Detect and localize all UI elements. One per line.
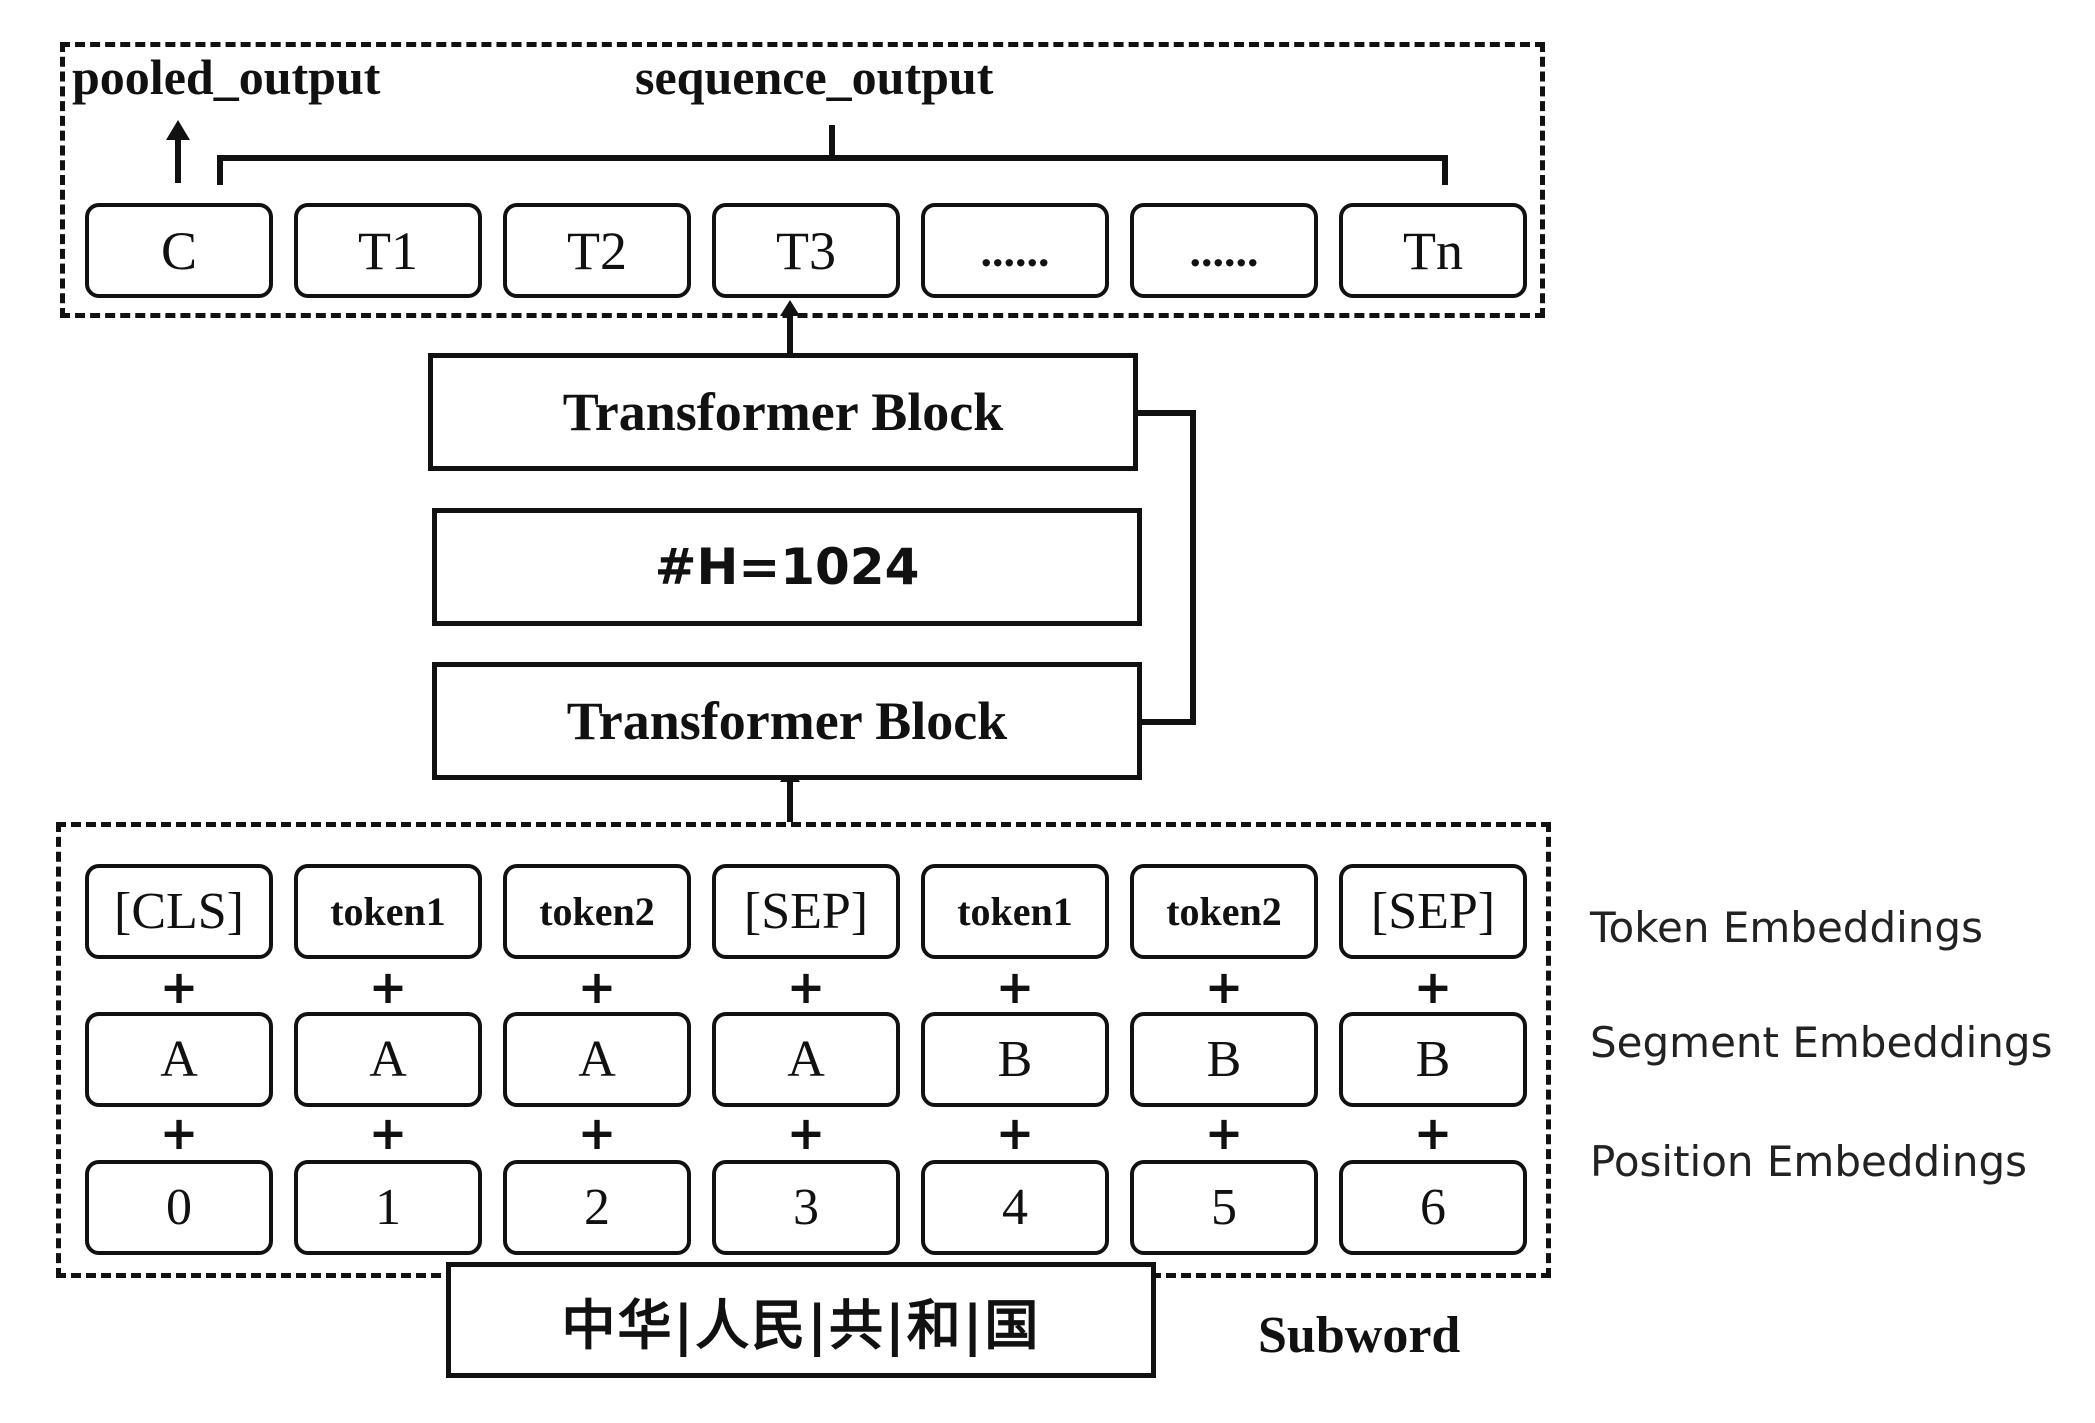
output-cell-t2: T2 — [503, 203, 691, 298]
token-cell: token1 — [294, 864, 482, 959]
segment-cell: B — [1339, 1012, 1527, 1107]
plus-sign: + — [995, 1106, 1035, 1160]
position-cell: 2 — [503, 1160, 691, 1255]
token-cell: token2 — [503, 864, 691, 959]
plus-sign: + — [577, 1106, 617, 1160]
segment-embeddings-label: Segment Embeddings — [1590, 1018, 2053, 1067]
position-cell: 1 — [294, 1160, 482, 1255]
plus-sign: + — [1413, 960, 1453, 1014]
output-cell-c: C — [85, 203, 273, 298]
plus-sign: + — [786, 960, 826, 1014]
output-cell-ellipsis-1: ...... — [921, 203, 1109, 298]
position-cell: 4 — [921, 1160, 1109, 1255]
plus-sign: + — [159, 960, 199, 1014]
position-cell: 5 — [1130, 1160, 1318, 1255]
token-embeddings-label: Token Embeddings — [1590, 903, 1983, 952]
position-cell: 6 — [1339, 1160, 1527, 1255]
pooled-output-label: pooled_output — [72, 49, 381, 105]
transformer-block-top: Transformer Block — [428, 353, 1138, 471]
plus-sign: + — [368, 1106, 408, 1160]
plus-sign: + — [159, 1106, 199, 1160]
transformer-loop-connector — [1133, 410, 1196, 725]
segment-cell: A — [503, 1012, 691, 1107]
token-cell: token2 — [1130, 864, 1318, 959]
position-embeddings-label: Position Embeddings — [1590, 1137, 2027, 1186]
output-cell-tn: Tn — [1339, 203, 1527, 298]
plus-sign: + — [995, 960, 1035, 1014]
output-cell-ellipsis-2: ...... — [1130, 203, 1318, 298]
subword-label: Subword — [1258, 1307, 1461, 1364]
segment-cell: B — [921, 1012, 1109, 1107]
output-region — [60, 42, 1545, 318]
segment-cell: B — [1130, 1012, 1318, 1107]
sequence-output-label: sequence_output — [635, 49, 994, 105]
token-cell: [SEP] — [1339, 864, 1527, 959]
transformer-to-output-arrowhead — [780, 300, 800, 316]
token-cell: token1 — [921, 864, 1109, 959]
plus-sign: + — [1204, 960, 1244, 1014]
plus-sign: + — [786, 1106, 826, 1160]
segment-cell: A — [294, 1012, 482, 1107]
plus-sign: + — [1204, 1106, 1244, 1160]
output-cell-t3: T3 — [712, 203, 900, 298]
subword-input-box: 中华|人民|共|和|国 — [446, 1262, 1156, 1378]
transformer-block-bottom: Transformer Block — [432, 662, 1142, 780]
hidden-size-block: #H=1024 — [432, 508, 1142, 626]
position-cell: 0 — [85, 1160, 273, 1255]
segment-cell: A — [712, 1012, 900, 1107]
segment-cell: A — [85, 1012, 273, 1107]
token-cell: [SEP] — [712, 864, 900, 959]
plus-sign: + — [368, 960, 408, 1014]
token-cell: [CLS] — [85, 864, 273, 959]
position-cell: 3 — [712, 1160, 900, 1255]
output-cell-t1: T1 — [294, 203, 482, 298]
plus-sign: + — [577, 960, 617, 1014]
pooled-output-arrowhead — [166, 120, 190, 140]
plus-sign: + — [1413, 1106, 1453, 1160]
